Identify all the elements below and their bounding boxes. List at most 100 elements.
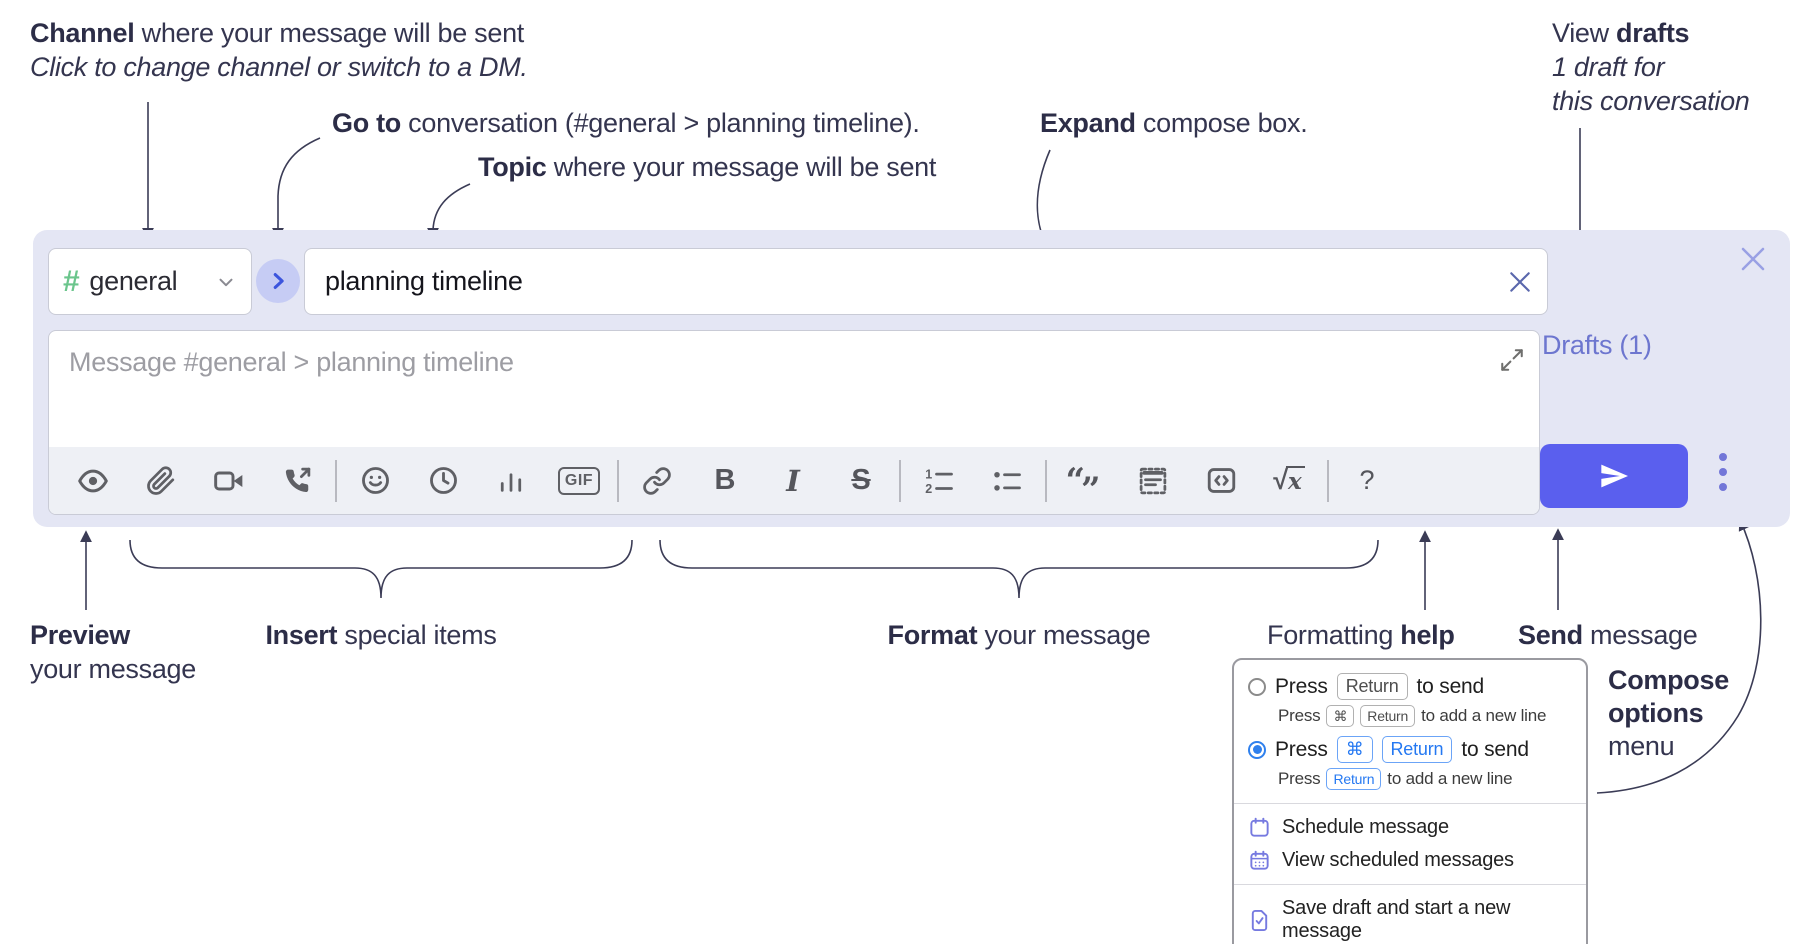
annotation-channel: Channel where your message will be sent … — [30, 18, 528, 82]
annotation-topic: Topic where your message will be sent — [478, 152, 937, 182]
enter-sends-option[interactable]: Press Return to send — [1234, 670, 1586, 703]
compose-options-menu: Press Return to send Press ⌘ Return to a… — [1232, 658, 1588, 944]
smiley-icon — [361, 467, 389, 494]
code-button[interactable] — [1187, 455, 1255, 507]
clock-icon — [429, 467, 457, 494]
insert-link-button[interactable] — [623, 455, 691, 507]
toolbar-divider — [899, 459, 901, 502]
add-gif-button[interactable]: GIF — [545, 455, 613, 507]
schedule-message-item[interactable]: Schedule message — [1234, 811, 1586, 844]
bar-chart-icon — [500, 472, 522, 492]
menu-divider — [1234, 884, 1586, 885]
expand-compose-button[interactable] — [1499, 347, 1525, 373]
connector-goto — [272, 137, 321, 240]
strikethrough-icon: S — [851, 464, 871, 496]
compose-options-menu-button[interactable] — [1713, 452, 1733, 492]
topic-input-container — [304, 248, 1548, 315]
cmd-key: ⌘ — [1336, 736, 1373, 763]
clear-topic-button[interactable] — [1507, 269, 1533, 295]
cmd-enter-sends-option[interactable]: Press ⌘ Return to send — [1234, 733, 1586, 766]
add-poll-button[interactable] — [477, 455, 545, 507]
phone-call-icon — [285, 467, 311, 492]
kebab-dot — [1719, 468, 1727, 476]
gif-icon: GIF — [557, 466, 601, 495]
send-icon — [1601, 464, 1628, 488]
kebab-dot — [1719, 453, 1727, 461]
annotation-compose-options: Compose options menu — [1608, 665, 1729, 761]
paperclip-icon — [147, 465, 175, 495]
annotation-preview: Preview your message — [30, 620, 196, 684]
numbered-list-button[interactable]: 1 2 — [905, 455, 973, 507]
toolbar-divider — [617, 459, 619, 502]
calendar-grid-icon — [1250, 850, 1269, 870]
annotation-format: Format your message — [887, 620, 1151, 650]
close-icon — [1510, 271, 1530, 292]
bold-button[interactable]: B — [691, 455, 759, 507]
return-key: Return — [1326, 768, 1382, 790]
cmd-enter-sends-option-hint: Press Return to add a new line — [1278, 768, 1513, 790]
message-input[interactable] — [49, 331, 1539, 447]
toolbar-divider — [1327, 459, 1329, 502]
add-global-time-button[interactable] — [409, 455, 477, 507]
link-icon — [643, 466, 671, 495]
chevron-right-icon — [273, 273, 284, 289]
bulleted-list-icon — [994, 471, 1021, 491]
annotation-send: Send message — [1518, 620, 1698, 650]
quote-button[interactable]: “” — [1051, 455, 1119, 507]
send-button[interactable] — [1540, 444, 1688, 508]
video-camera-icon — [214, 471, 243, 490]
numbered-list-icon: 1 2 — [925, 467, 953, 495]
annotation-insert: Insert special items — [265, 620, 497, 650]
compose-box: # general — [33, 230, 1790, 527]
enter-sends-option-hint: Press ⌘ Return to add a new line — [1278, 705, 1547, 727]
radio-unselected-icon[interactable] — [1248, 677, 1266, 696]
channel-name: general — [89, 266, 178, 296]
draft-save-icon — [1251, 909, 1268, 931]
message-formatting-help-button[interactable]: ? — [1333, 455, 1401, 507]
bulleted-list-button[interactable] — [973, 455, 1041, 507]
spoiler-button[interactable] — [1119, 455, 1187, 507]
code-icon — [1207, 468, 1235, 493]
return-key: Return — [1360, 705, 1416, 727]
topic-input[interactable] — [323, 265, 1507, 298]
italic-button[interactable]: I — [759, 455, 827, 507]
annotation-expand: Expand compose box. — [1040, 108, 1308, 138]
go-to-conversation-button[interactable] — [256, 259, 300, 303]
annotation-formatting-help: Formatting help — [1267, 620, 1455, 650]
annotation-goto: Go to conversation (#general > planning … — [332, 108, 920, 138]
italic-icon: I — [786, 463, 800, 498]
svg-text:1: 1 — [925, 467, 932, 481]
question-mark-icon: ? — [1359, 465, 1375, 495]
channel-hash-icon: # — [63, 264, 80, 298]
toolbar-divider — [1045, 459, 1047, 502]
kebab-dot — [1719, 483, 1727, 491]
brace-format — [659, 539, 1379, 599]
save-draft-new-message-item[interactable]: Save draft and start a new message — [1234, 892, 1586, 944]
strikethrough-button[interactable]: S — [827, 455, 895, 507]
spoiler-icon — [1139, 467, 1167, 494]
expand-icon — [1501, 349, 1523, 371]
return-key: Return — [1336, 673, 1408, 700]
add-emoji-button[interactable] — [341, 455, 409, 507]
math-button[interactable]: √x — [1255, 455, 1323, 507]
close-compose-button[interactable] — [1738, 244, 1768, 274]
start-video-call-button[interactable] — [195, 455, 263, 507]
close-icon — [1741, 247, 1765, 271]
calendar-icon — [1250, 817, 1269, 837]
annotation-view-drafts: View drafts 1 draft for this conversatio… — [1552, 18, 1750, 116]
preview-button[interactable] — [59, 455, 127, 507]
toolbar-divider — [335, 459, 337, 502]
view-scheduled-messages-item[interactable]: View scheduled messages — [1234, 844, 1586, 877]
chevron-down-icon — [219, 278, 233, 286]
attach-file-button[interactable] — [127, 455, 195, 507]
cmd-key: ⌘ — [1326, 705, 1355, 727]
return-key: Return — [1381, 736, 1453, 763]
svg-text:2: 2 — [925, 481, 932, 495]
eye-icon — [78, 469, 108, 492]
drafts-link[interactable]: Drafts (1) — [1542, 330, 1652, 360]
channel-selector[interactable]: # general — [48, 248, 252, 315]
radio-selected-icon[interactable] — [1248, 740, 1266, 759]
start-voice-call-button[interactable] — [263, 455, 331, 507]
brace-insert — [129, 539, 633, 599]
